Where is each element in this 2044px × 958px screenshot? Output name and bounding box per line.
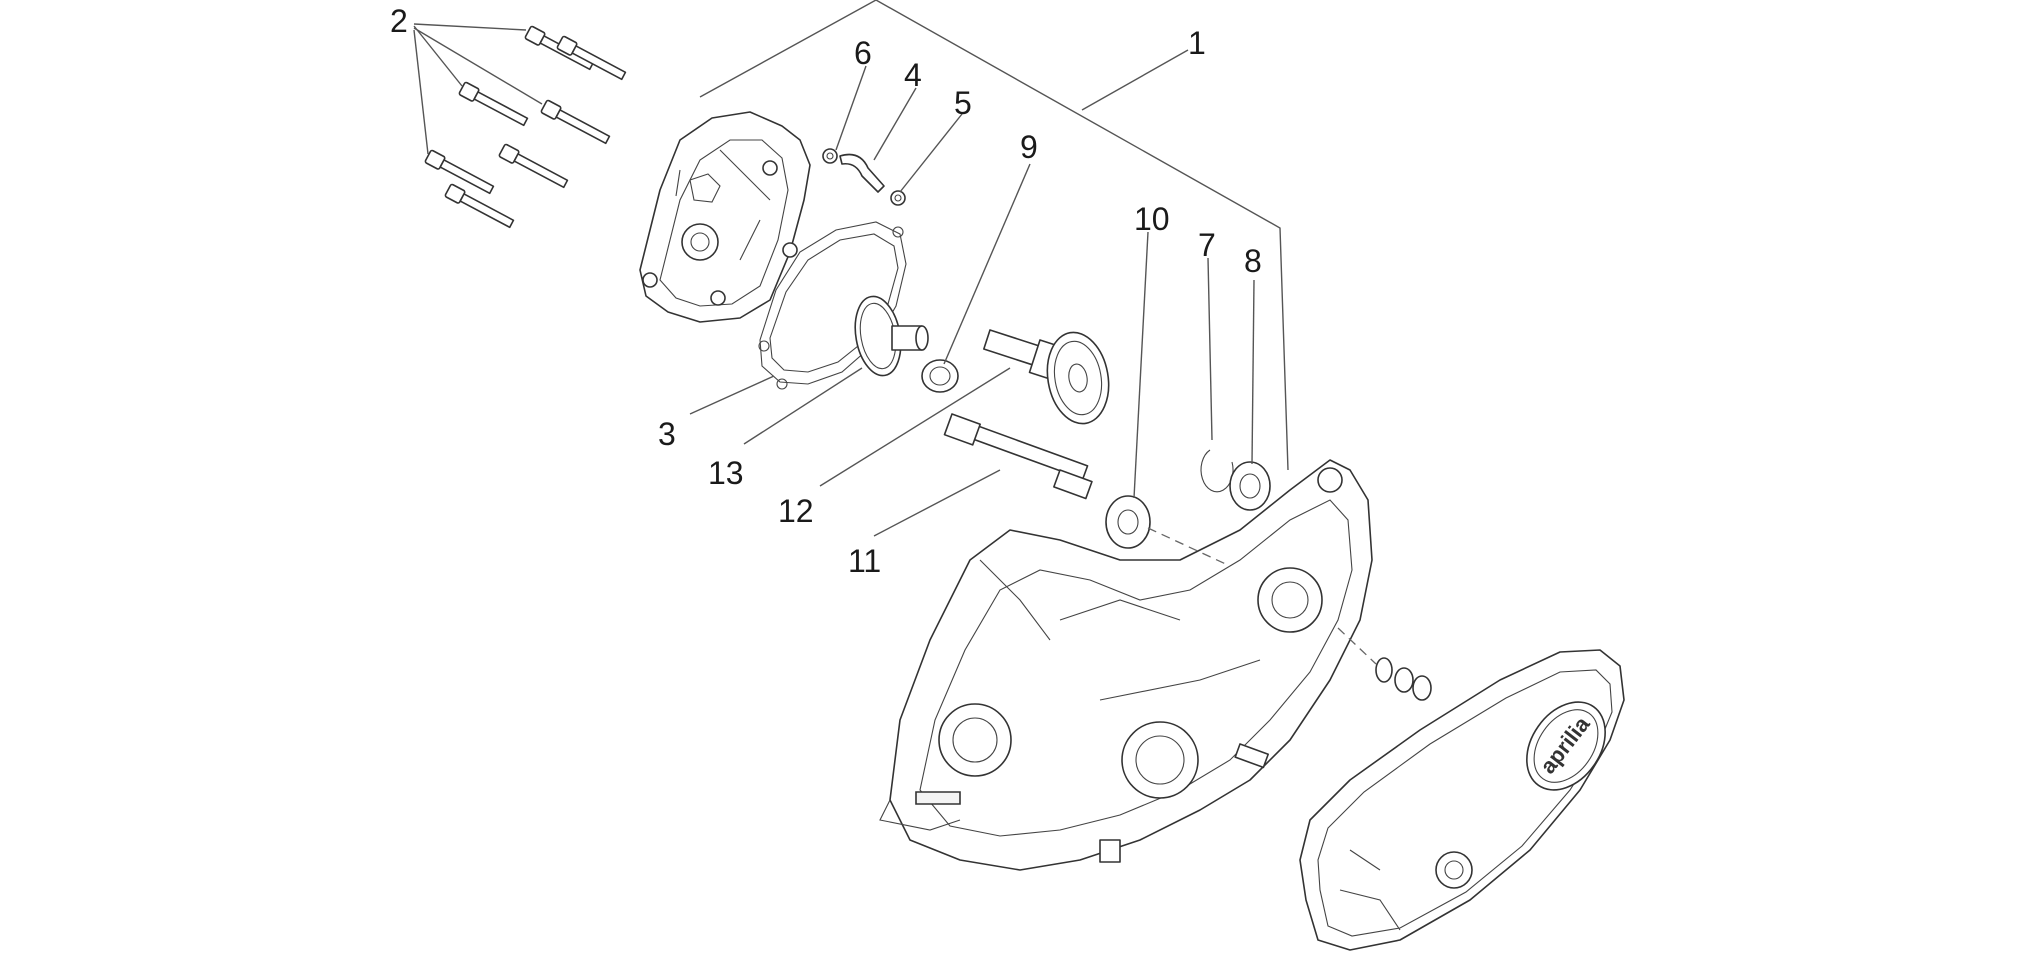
callout-10: 10	[1134, 201, 1170, 237]
leader-lines-2	[413, 23, 543, 155]
callout-4: 4	[904, 57, 922, 93]
callout-12: 12	[778, 493, 814, 529]
bearing-9	[921, 359, 959, 393]
clip-6	[822, 148, 838, 164]
bolt	[498, 143, 569, 189]
assembly-bracket-1	[699, 0, 1289, 471]
variator-cover: aprilia	[1299, 649, 1625, 951]
washer-nut-set	[1375, 657, 1432, 701]
callout-13: 13	[708, 455, 744, 491]
drive-shaft-11	[943, 413, 1093, 500]
callout-5: 5	[954, 85, 972, 121]
gasket-3	[758, 221, 907, 390]
bearing-8	[1229, 461, 1271, 511]
callout-2: 2	[390, 3, 408, 39]
bolt	[444, 183, 515, 229]
bolt	[458, 81, 529, 127]
engine-crankcase	[879, 459, 1373, 871]
leader-lines	[689, 65, 1255, 537]
circlip-7	[1200, 449, 1234, 493]
callout-3: 3	[658, 416, 676, 452]
breather-hose-4	[839, 153, 885, 193]
callout-11: 11	[848, 543, 881, 579]
bolt	[556, 35, 627, 81]
callout-1: 1	[1188, 25, 1206, 61]
bearing-10	[1105, 495, 1151, 549]
transmission-cover-housing	[639, 111, 811, 323]
bolt-group-2	[424, 25, 627, 229]
bolt	[540, 99, 611, 145]
clip-5	[890, 190, 906, 206]
gear-13	[854, 295, 929, 377]
callout-9: 9	[1020, 129, 1038, 165]
bolt	[424, 149, 495, 195]
callout-8: 8	[1244, 243, 1262, 279]
gear-shaft-12	[983, 329, 1110, 425]
alignment-line	[1147, 527, 1231, 567]
alignment-line	[1337, 627, 1377, 665]
callout-6: 6	[854, 35, 872, 71]
callout-7: 7	[1198, 227, 1216, 263]
